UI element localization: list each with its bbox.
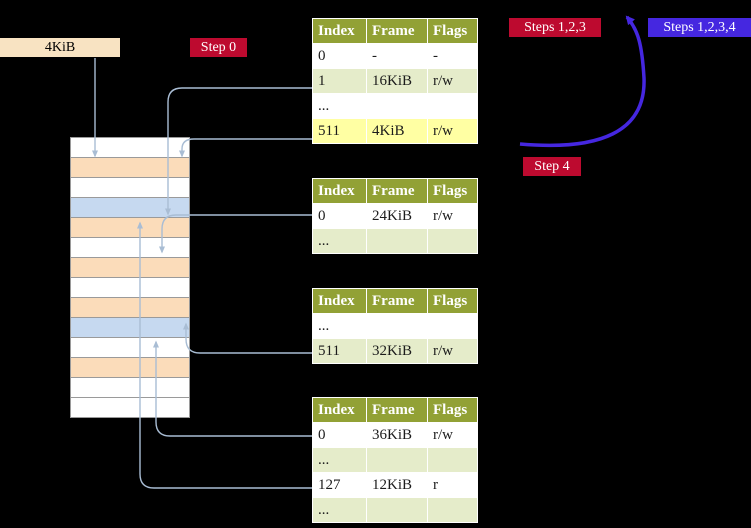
arrow-pt4-entry0-to-frame-36kib — [153, 340, 312, 437]
col-header-index: Index — [312, 18, 367, 44]
col-header-index: Index — [312, 397, 367, 423]
memory-row — [71, 378, 189, 398]
table-header-row: Index Frame Flags — [312, 288, 478, 314]
table-row: 127 12KiB r — [312, 472, 478, 498]
table-cell: 24KiB — [366, 203, 428, 229]
table-cell — [366, 313, 428, 339]
frame-size-label: 4KiB — [0, 38, 120, 57]
table-row: 0 36KiB r/w — [312, 422, 478, 448]
table-cell: 16KiB — [366, 68, 428, 94]
table-cell — [427, 228, 478, 254]
table-row: 511 32KiB r/w — [312, 338, 478, 364]
arrow-pt3-entry511-to-frame-32kib — [183, 322, 312, 354]
table-cell: ... — [312, 313, 367, 339]
table-cell: 0 — [312, 422, 367, 448]
col-header-frame: Frame — [366, 288, 428, 314]
table-cell: 127 — [312, 472, 367, 498]
table-cell: r/w — [427, 68, 478, 94]
table-cell: ... — [312, 497, 367, 523]
page-table-2: Index Frame Flags 0 24KiB r/w ... — [312, 178, 478, 254]
arrow-pt1-entry1-to-frame-16kib — [165, 87, 312, 216]
col-header-flags: Flags — [427, 18, 478, 44]
table-row: 0 - - — [312, 43, 478, 69]
memory-row — [71, 198, 189, 218]
page-table-1: Index Frame Flags 0 - - 1 16KiB r/w ... … — [312, 18, 478, 144]
table-row-highlighted: 511 4KiB r/w — [312, 118, 478, 144]
arrow-pt1-entry511-to-frame-4kib — [179, 138, 312, 158]
table-cell — [427, 497, 478, 523]
table-cell: ... — [312, 447, 367, 473]
memory-row — [71, 338, 189, 358]
table-row: 1 16KiB r/w — [312, 68, 478, 94]
col-header-frame: Frame — [366, 178, 428, 204]
table-row: ... — [312, 497, 478, 523]
table-cell — [427, 313, 478, 339]
table-cell — [366, 447, 428, 473]
table-cell: 12KiB — [366, 472, 428, 498]
memory-row — [71, 278, 189, 298]
page-table-3: Index Frame Flags ... 511 32KiB r/w — [312, 288, 478, 364]
table-row: ... — [312, 313, 478, 339]
table-header-row: Index Frame Flags — [312, 178, 478, 204]
memory-row — [71, 218, 189, 238]
table-row: ... — [312, 93, 478, 119]
arrow-pt4-entry127-to-frame-12kib — [137, 221, 312, 489]
memory-row — [71, 398, 189, 417]
table-cell: 0 — [312, 203, 367, 229]
table-cell: 511 — [312, 338, 367, 364]
arrow-pt2-entry0-to-frame-24kib — [159, 214, 312, 254]
steps-1234-badge: Steps 1,2,3,4 — [648, 18, 751, 37]
steps-123-badge: Steps 1,2,3 — [509, 18, 601, 37]
memory-row — [71, 178, 189, 198]
step-0-badge: Step 0 — [190, 38, 247, 57]
table-row: ... — [312, 447, 478, 473]
col-header-frame: Frame — [366, 397, 428, 423]
table-cell: r — [427, 472, 478, 498]
table-cell: 0 — [312, 43, 367, 69]
table-header-row: Index Frame Flags — [312, 18, 478, 44]
table-row: 0 24KiB r/w — [312, 203, 478, 229]
table-cell: r/w — [427, 422, 478, 448]
memory-row — [71, 358, 189, 378]
table-cell: 32KiB — [366, 338, 428, 364]
table-cell — [427, 447, 478, 473]
table-cell: 36KiB — [366, 422, 428, 448]
table-cell: 511 — [312, 118, 367, 144]
table-cell: 1 — [312, 68, 367, 94]
col-header-frame: Frame — [366, 18, 428, 44]
memory-row — [71, 298, 189, 318]
table-cell — [366, 497, 428, 523]
table-cell: 4KiB — [366, 118, 428, 144]
col-header-flags: Flags — [427, 178, 478, 204]
col-header-index: Index — [312, 178, 367, 204]
table-cell: r/w — [427, 338, 478, 364]
table-cell: - — [366, 43, 428, 69]
memory-row — [71, 138, 189, 158]
table-cell: - — [427, 43, 478, 69]
arrow-steps-loop — [519, 15, 646, 148]
col-header-flags: Flags — [427, 397, 478, 423]
table-cell: ... — [312, 93, 367, 119]
table-cell — [427, 93, 478, 119]
memory-row — [71, 258, 189, 278]
table-cell: r/w — [427, 118, 478, 144]
table-row: ... — [312, 228, 478, 254]
memory-row — [71, 318, 189, 338]
page-table-4: Index Frame Flags 0 36KiB r/w ... 127 12… — [312, 397, 478, 523]
col-header-index: Index — [312, 288, 367, 314]
col-header-flags: Flags — [427, 288, 478, 314]
table-header-row: Index Frame Flags — [312, 397, 478, 423]
memory-row — [71, 158, 189, 178]
table-cell: r/w — [427, 203, 478, 229]
table-cell: ... — [312, 228, 367, 254]
memory-stack — [70, 137, 190, 418]
table-cell — [366, 228, 428, 254]
step-4-badge: Step 4 — [523, 157, 581, 176]
table-cell — [366, 93, 428, 119]
